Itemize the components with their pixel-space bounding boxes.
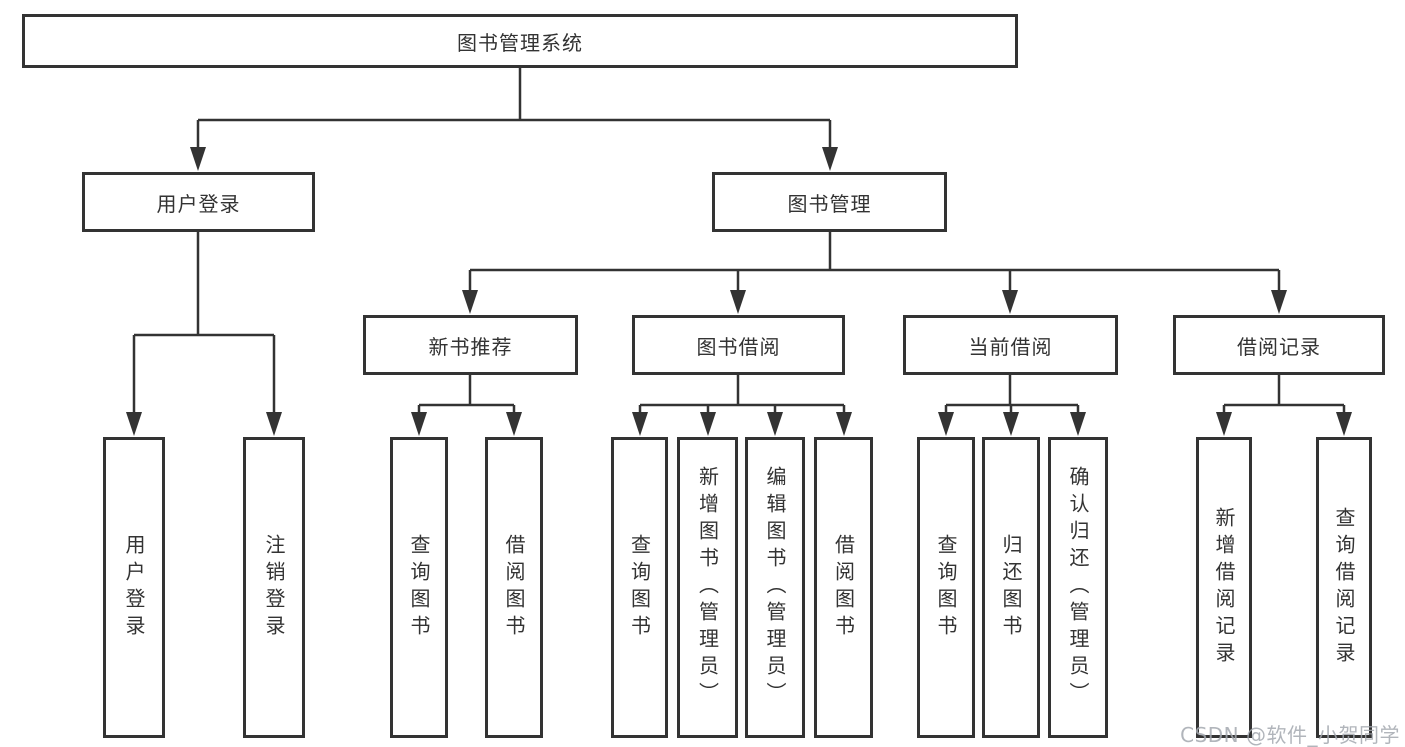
leaf-records-query-record-label: 查询借阅记录 bbox=[1332, 506, 1356, 669]
edge-newbook-to-leaves bbox=[417, 375, 516, 416]
arrow-down-icon bbox=[1002, 290, 1018, 314]
node-current-borrow: 当前借阅 bbox=[903, 315, 1118, 375]
arrow-down-icon bbox=[462, 290, 478, 314]
arrow-down-icon bbox=[506, 412, 522, 436]
node-borrow-records-label: 借阅记录 bbox=[1237, 334, 1321, 359]
leaf-current-confirm-return-label: 确认归还（管理员） bbox=[1066, 466, 1090, 709]
leaf-borrow-add-books: 新增图书（管理员） bbox=[677, 437, 738, 738]
node-root: 图书管理系统 bbox=[22, 14, 1018, 68]
edge-userlogin-to-leaves bbox=[132, 232, 276, 416]
edge-root-to-branches bbox=[196, 68, 832, 150]
arrow-down-icon bbox=[730, 290, 746, 314]
leaf-user-login: 用户登录 bbox=[103, 437, 165, 738]
arrow-down-icon bbox=[266, 412, 282, 436]
leaf-newbook-query-books-label: 查询图书 bbox=[407, 533, 431, 642]
node-borrow-records: 借阅记录 bbox=[1173, 315, 1385, 375]
arrowheads bbox=[126, 147, 1352, 436]
edge-currentborrow-to-leaves bbox=[944, 375, 1080, 416]
leaf-user-login-label: 用户登录 bbox=[122, 533, 146, 642]
edge-records-to-leaves bbox=[1222, 375, 1346, 416]
node-new-book-recommend-label: 新书推荐 bbox=[428, 334, 513, 359]
arrow-down-icon bbox=[632, 412, 648, 436]
leaf-borrow-query-books-label: 查询图书 bbox=[627, 533, 652, 642]
arrow-down-icon bbox=[411, 412, 427, 436]
leaf-logout-label: 注销登录 bbox=[262, 533, 286, 642]
node-user-login: 用户登录 bbox=[82, 172, 315, 232]
node-current-borrow-label: 当前借阅 bbox=[968, 334, 1053, 359]
leaf-current-confirm-return: 确认归还（管理员） bbox=[1048, 437, 1108, 738]
arrow-down-icon bbox=[1003, 412, 1019, 436]
arrow-down-icon bbox=[1216, 412, 1232, 436]
node-new-book-recommend: 新书推荐 bbox=[363, 315, 578, 375]
arrow-down-icon bbox=[1336, 412, 1352, 436]
leaf-borrow-query-books: 查询图书 bbox=[611, 437, 668, 738]
arrow-down-icon bbox=[767, 412, 783, 436]
watermark: CSDN @软件_小贺同学 bbox=[1180, 723, 1400, 747]
leaf-current-query-books: 查询图书 bbox=[917, 437, 975, 738]
leaf-records-query-record: 查询借阅记录 bbox=[1316, 437, 1372, 738]
leaf-borrow-edit-books: 编辑图书（管理员） bbox=[745, 437, 805, 738]
arrow-down-icon bbox=[822, 147, 838, 171]
leaf-current-return-books: 归还图书 bbox=[982, 437, 1040, 738]
node-book-management-label: 图书管理 bbox=[787, 191, 872, 216]
leaf-borrow-edit-books-label: 编辑图书（管理员） bbox=[763, 466, 787, 709]
arrow-down-icon bbox=[1070, 412, 1086, 436]
leaf-newbook-borrow-books-label: 借阅图书 bbox=[502, 533, 526, 642]
arrow-down-icon bbox=[836, 412, 852, 436]
arrow-down-icon bbox=[1271, 290, 1287, 314]
leaf-records-add-record-label: 新增借阅记录 bbox=[1212, 506, 1236, 669]
arrow-down-icon bbox=[190, 147, 206, 171]
leaf-borrow-add-books-label: 新增图书（管理员） bbox=[695, 466, 720, 709]
leaf-newbook-borrow-books: 借阅图书 bbox=[485, 437, 543, 738]
leaf-borrow-borrow-books-label: 借阅图书 bbox=[831, 533, 856, 642]
node-user-login-label: 用户登录 bbox=[156, 191, 241, 216]
leaf-borrow-borrow-books: 借阅图书 bbox=[814, 437, 873, 738]
leaf-current-query-books-label: 查询图书 bbox=[934, 533, 958, 642]
leaf-current-return-books-label: 归还图书 bbox=[999, 533, 1023, 642]
node-book-borrow: 图书借阅 bbox=[632, 315, 845, 375]
edge-bookmgmt-to-subs bbox=[468, 232, 1281, 293]
arrow-down-icon bbox=[700, 412, 716, 436]
node-book-borrow-label: 图书借阅 bbox=[696, 334, 781, 359]
node-root-label: 图书管理系统 bbox=[457, 30, 583, 55]
arrow-down-icon bbox=[126, 412, 142, 436]
leaf-logout: 注销登录 bbox=[243, 437, 305, 738]
edge-bookborrow-to-leaves bbox=[638, 375, 846, 416]
node-book-management: 图书管理 bbox=[712, 172, 947, 232]
leaf-newbook-query-books: 查询图书 bbox=[390, 437, 448, 738]
arrow-down-icon bbox=[938, 412, 954, 436]
leaf-records-add-record: 新增借阅记录 bbox=[1196, 437, 1252, 738]
